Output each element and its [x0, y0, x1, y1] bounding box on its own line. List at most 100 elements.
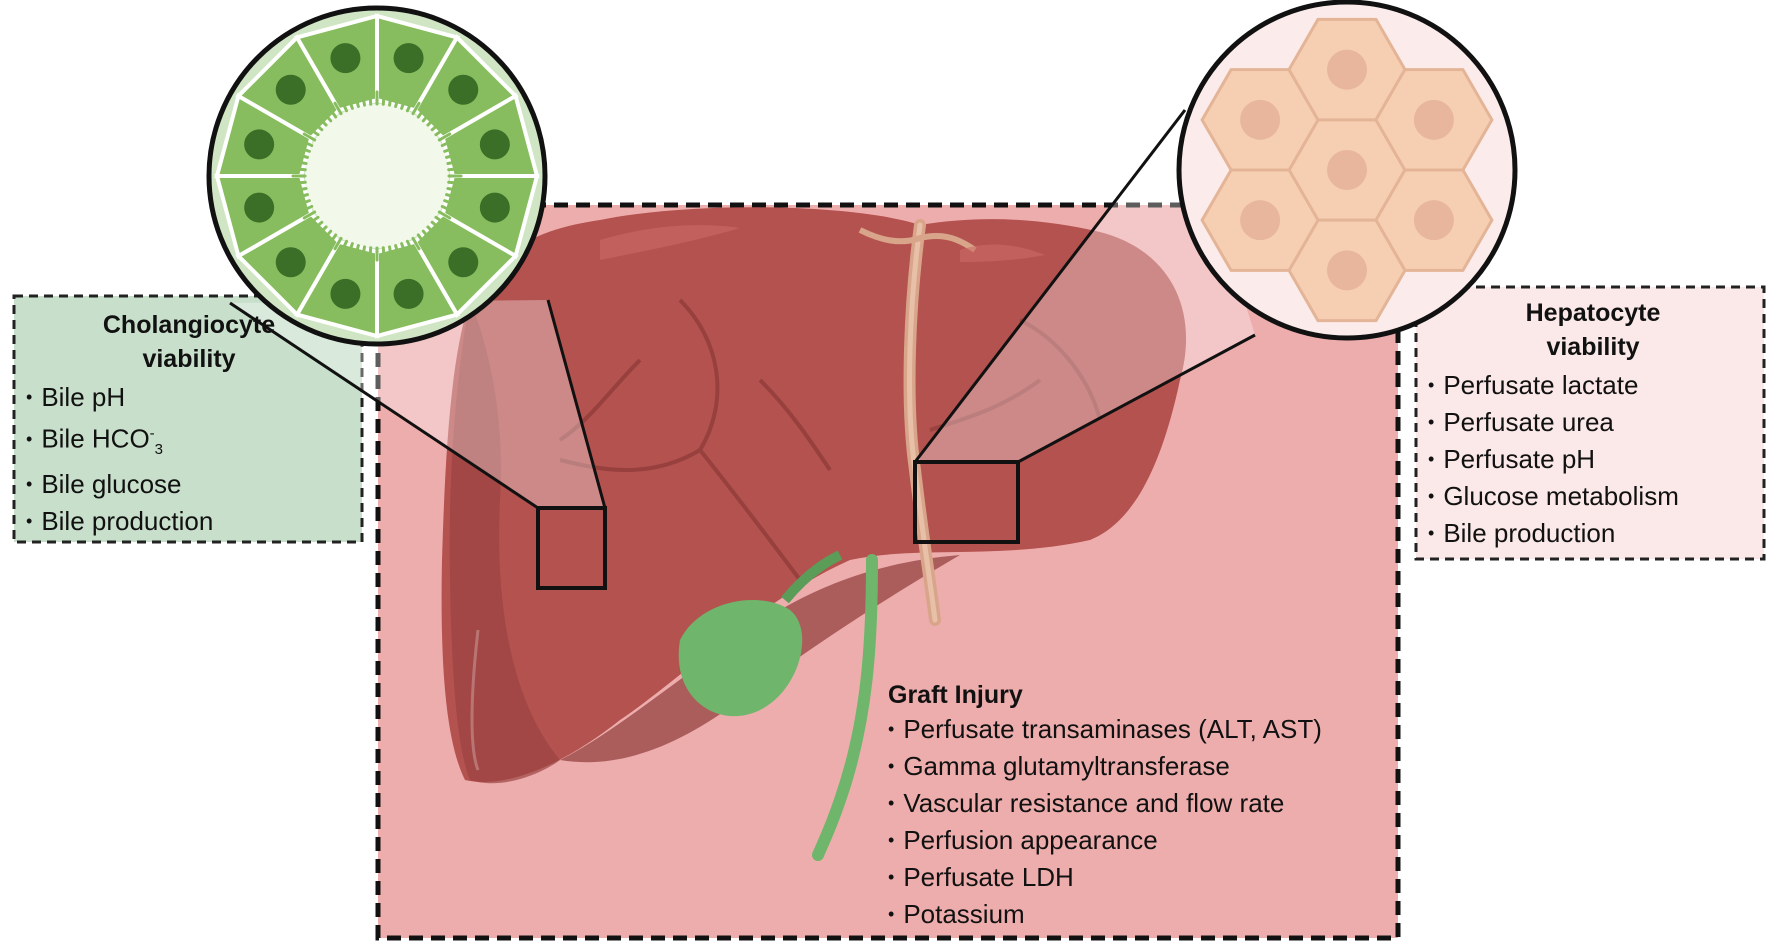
list-item: Bile production: [1428, 516, 1758, 553]
list-item: Glucose metabolism: [1428, 479, 1758, 516]
microvillus: [346, 242, 354, 257]
microvillus: [434, 215, 448, 226]
microvillus: [299, 204, 314, 213]
microvillus: [394, 93, 401, 108]
microvillus: [411, 101, 421, 116]
microvillus: [321, 229, 333, 242]
microvillus: [294, 193, 309, 200]
microvillus: [294, 152, 309, 159]
cell-nucleus: [244, 192, 275, 223]
list-item: Perfusate urea: [1428, 405, 1758, 442]
microvillus: [388, 91, 394, 107]
microvillus: [437, 210, 452, 220]
microvillus: [400, 242, 408, 257]
microvillus: [445, 193, 460, 200]
microvillus: [299, 139, 314, 148]
microvillus: [421, 110, 433, 123]
microvillus: [327, 105, 338, 119]
microvillus: [327, 233, 338, 247]
cell-nucleus: [275, 74, 306, 105]
microvillus: [405, 239, 414, 254]
microvillus: [421, 229, 433, 242]
list-item: Bile production: [26, 504, 352, 541]
microvillus: [302, 210, 317, 220]
list-item: Vascular resistance and flow rate: [888, 786, 1388, 823]
hepatocyte-circle-outline: [1176, 0, 1518, 341]
bile-duct-cross-section: [209, 8, 545, 344]
cell-nucleus: [330, 278, 361, 309]
microvillus: [292, 159, 308, 165]
microvillus: [443, 145, 458, 153]
graft-injury-text: Graft Injury Perfusate transaminases (AL…: [888, 678, 1388, 934]
graft-injury-title: Graft Injury: [888, 681, 1023, 709]
cell-nucleus: [1240, 200, 1281, 241]
microvillus: [346, 95, 354, 110]
microvillus: [445, 152, 460, 159]
microvillus: [360, 245, 366, 261]
microvillus: [446, 187, 462, 193]
microvillus: [394, 244, 401, 259]
cell-nucleus: [393, 43, 424, 74]
microvillus: [360, 91, 366, 107]
microvillus: [321, 110, 333, 123]
list-item: Bile glucose: [26, 467, 352, 504]
microvillus: [316, 115, 328, 127]
list-item: Perfusate lactate: [1428, 368, 1758, 405]
hepatocyte-list: Perfusate lactate Perfusate urea Perfusa…: [1428, 368, 1758, 553]
cell-nucleus: [448, 74, 479, 105]
hepatocyte-title: Hepatocyte viability: [1525, 299, 1661, 361]
microvillus: [311, 120, 324, 132]
microvillus: [381, 90, 386, 106]
list-item: Perfusion appearance: [888, 823, 1388, 860]
microvillus: [340, 239, 349, 254]
cell-nucleus: [1413, 200, 1454, 241]
list-item: Perfusate LDH: [888, 860, 1388, 897]
microvillus: [434, 126, 448, 137]
microvillus: [291, 180, 307, 185]
microvillus: [333, 236, 343, 251]
microvillus: [306, 126, 320, 137]
cholangiocyte-list: Bile pH Bile HCO-3 Bile glucose Bile pro…: [26, 380, 352, 541]
cell-nucleus: [244, 129, 275, 160]
graft-injury-list: Perfusate transaminases (ALT, AST) Gamma…: [888, 712, 1388, 934]
microvillus: [388, 245, 394, 261]
hepatocyte-cluster: [1179, 2, 1515, 338]
microvillus: [411, 236, 421, 251]
cell-nucleus: [479, 129, 510, 160]
hepatocyte-text: Hepatocyte viability Perfusate lactate P…: [1428, 296, 1758, 553]
microvillus: [430, 120, 443, 132]
microvillus: [340, 98, 349, 113]
microvillus: [333, 101, 343, 116]
cell-nucleus: [1240, 99, 1281, 140]
microvillus: [447, 167, 463, 172]
bile-duct-circle-outline: [206, 5, 548, 347]
microvillus: [430, 220, 443, 232]
microvillus: [302, 132, 317, 142]
cell-nucleus: [1327, 150, 1367, 190]
microvillus: [440, 139, 455, 148]
list-item: Gamma glutamyltransferase: [888, 749, 1388, 786]
cholangiocyte-title: Cholangiocyte viability: [102, 311, 276, 373]
cell-nucleus: [393, 278, 424, 309]
list-item: Bile HCO-3: [26, 417, 352, 467]
cell-nucleus: [479, 192, 510, 223]
microvillus: [381, 246, 386, 262]
microvillus: [291, 167, 307, 172]
microvillus: [443, 199, 458, 207]
hepatocyte-zoom-cone: [915, 110, 1255, 462]
microvillus: [447, 180, 463, 185]
cholangiocyte-text: Cholangiocyte viability Bile pH Bile HCO…: [26, 308, 352, 541]
microvillus: [446, 159, 462, 165]
microvillus: [292, 187, 308, 193]
microvillus: [426, 225, 438, 237]
microvillus: [353, 93, 360, 108]
microvillus: [316, 225, 328, 237]
microvillus: [368, 90, 373, 106]
microvillus: [296, 145, 311, 153]
microvillus: [400, 95, 408, 110]
hepatocyte-zoom-box: [913, 460, 1020, 544]
cell-nucleus: [1327, 250, 1367, 291]
cholangiocyte-zoom-box: [536, 506, 607, 590]
microvillus: [437, 132, 452, 142]
cholangiocyte-zoom-cone: [230, 300, 605, 508]
